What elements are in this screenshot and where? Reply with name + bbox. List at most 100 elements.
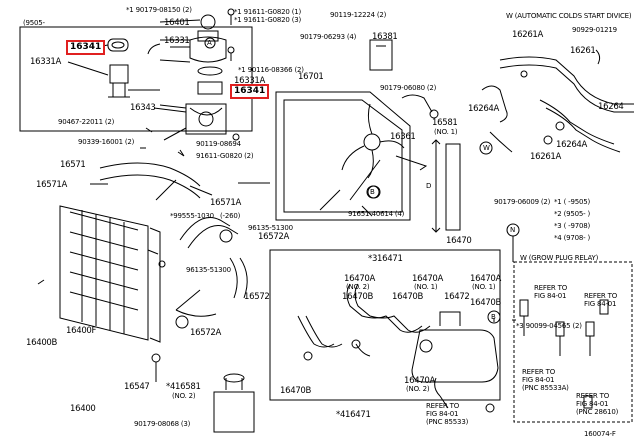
label-16264a: 16264A xyxy=(468,104,500,114)
label-16264: 16264 xyxy=(598,102,624,112)
label-90339-16001: 90339-16001 (2) xyxy=(78,138,135,146)
label-96135-51300-a: 96135-51300 xyxy=(248,224,293,232)
label-16341-highlight-2: 16341 xyxy=(230,84,270,99)
label-w-grow-plug-relay: W (GROW PLUG RELAY) xyxy=(520,254,599,262)
label-16572a: 16572A xyxy=(258,232,290,242)
label-99555-1030: *99555-1030 xyxy=(170,212,214,220)
water-outlet-shape xyxy=(189,36,227,63)
thermostat-shape xyxy=(108,64,130,98)
label-91611-g0820-1: *1 91611-G0820 (1) xyxy=(234,8,302,16)
hose-16572-shape xyxy=(179,217,231,241)
label-16400: 16400 xyxy=(70,404,96,414)
pipe-16261-shape xyxy=(499,56,634,105)
label-16571a-2: 16571A xyxy=(210,198,242,208)
label-16470a-2-no: (NO. 1) xyxy=(414,283,438,291)
label-9505: (9505- xyxy=(23,19,45,27)
callout-letter-b-1: B xyxy=(370,188,375,196)
label-90179-06009: 90179-06009 (2) xyxy=(494,198,551,206)
hose-16571-shape xyxy=(99,162,201,187)
label-90929-01219: 90929-01219 xyxy=(572,26,617,34)
label-refer-fig-pnc-85533a: REFER TO FIG 84-01 (PNC 85533A) xyxy=(522,368,569,392)
label-16401: 16401 xyxy=(164,18,190,28)
label-90179-06080: 90179-06080 (2) xyxy=(380,84,437,92)
label-90119-08694: 90119-08694 xyxy=(196,140,241,148)
label-16470: 16470 xyxy=(446,236,472,246)
hose-16264a-shape xyxy=(481,85,508,123)
inset-reservoir-box xyxy=(269,249,501,401)
dimension-letter-d: D xyxy=(426,182,432,190)
label-refer-fig-pnc-28610: REFER TO FIG 84-01 (PNC 28610) xyxy=(576,392,619,416)
gasket-shape xyxy=(107,38,129,52)
label-16470a-3-no: (NO. 1) xyxy=(472,283,496,291)
label-refer-fig-pnc-85533: REFER TO FIG 84-01 (PNC 85533) xyxy=(426,402,469,426)
label-416581: *416581 xyxy=(166,382,201,392)
label-date-code-2: *2 (9505- ) xyxy=(554,210,591,218)
label-16701: 16701 xyxy=(298,72,324,82)
label-260: (-260) xyxy=(220,212,241,220)
label-16470b-2: 16470B xyxy=(392,292,424,302)
reservoir-16581-shape xyxy=(213,391,255,433)
label-16470a-1-no: (NO. 2) xyxy=(346,283,370,291)
label-16400b: 16400B xyxy=(26,338,58,348)
label-416471: *416471 xyxy=(336,410,371,420)
reservoir-tank-shape xyxy=(411,329,499,383)
label-16581: 16581 xyxy=(432,118,458,128)
label-w-automatic-cold-start: W (AUTOMATIC COLDS START DIVICE) xyxy=(506,12,632,20)
arrow-shape xyxy=(395,155,428,171)
label-90179-06293: 90179-06293 (4) xyxy=(300,33,357,41)
label-90099-04565: *3 90099-04565 (2) xyxy=(516,322,582,330)
label-16581-no: (NO. 1) xyxy=(434,128,458,136)
label-date-code-3: *3 ( -9708) xyxy=(554,222,591,230)
label-16470a-4: 16470A xyxy=(404,376,436,386)
bracket-16581-shape xyxy=(401,94,433,113)
figure-code: 160074-F xyxy=(584,430,616,438)
label-16361: 16361 xyxy=(390,132,416,142)
label-91611-g0820-3: *1 91611-G0820 (3) xyxy=(234,16,302,24)
label-16547: 16547 xyxy=(124,382,150,392)
label-16571: 16571 xyxy=(60,160,86,170)
label-16400f: 16400F xyxy=(66,326,97,336)
label-90467-22011: 90467-22011 (2) xyxy=(58,118,115,126)
label-16331: 16331 xyxy=(164,36,190,46)
label-91611-g0820-2: 91611-G0820 (2) xyxy=(196,152,254,160)
radiator-cap-shape xyxy=(200,14,216,30)
label-16261: 16261 xyxy=(570,46,596,56)
label-16470a-3: 16470A xyxy=(470,274,502,284)
fan-shroud-shape xyxy=(275,91,411,221)
label-90179-08150: *1 90179-08150 (2) xyxy=(126,6,192,14)
fan-hub-shape xyxy=(363,133,381,151)
callout-letter-b-2: B xyxy=(491,313,496,321)
radiator-core-shape xyxy=(59,205,149,341)
label-316471: *316471 xyxy=(368,254,403,264)
label-16261a: 16261A xyxy=(512,30,544,40)
label-date-code-1: *1 ( -9505) xyxy=(554,198,591,206)
label-90119-12224: 90119-12224 (2) xyxy=(330,11,387,19)
label-16470b-3: 16470B xyxy=(470,298,502,308)
callout-letter-n: N xyxy=(510,226,516,234)
label-90179-08068: 90179-08068 (3) xyxy=(134,420,191,428)
label-16571a: 16571A xyxy=(36,180,68,190)
label-16261a-2: 16261A xyxy=(530,152,562,162)
label-date-code-4: *4 (9708- ) xyxy=(554,234,591,242)
label-16381: 16381 xyxy=(372,32,398,42)
label-16470a-2: 16470A xyxy=(412,274,444,284)
bracket-16381-shape xyxy=(369,39,393,71)
hose-16470a-shape xyxy=(297,315,335,348)
label-16343: 16343 xyxy=(130,103,156,113)
label-96135-51300-b: 96135-51300 xyxy=(186,266,231,274)
radiator-support-shape xyxy=(445,143,461,231)
label-16264a-2: 16264A xyxy=(556,140,588,150)
inset-box xyxy=(19,26,253,132)
label-refer-fig-2: REFER TO FIG 84-01 xyxy=(584,292,618,308)
label-refer-fig-1: REFER TO FIG 84-01 xyxy=(534,284,568,300)
label-16470a-4-no: (NO. 2) xyxy=(406,385,430,393)
water-inlet-housing-shape xyxy=(185,103,227,135)
label-16331a: 16331A xyxy=(30,57,62,67)
inset-grow-plug-relay-box xyxy=(513,261,633,423)
label-16572a-2: 16572A xyxy=(190,328,222,338)
label-16470b-4: 16470B xyxy=(280,386,312,396)
label-16470a-1: 16470A xyxy=(344,274,376,284)
label-16472: 16472 xyxy=(444,292,470,302)
